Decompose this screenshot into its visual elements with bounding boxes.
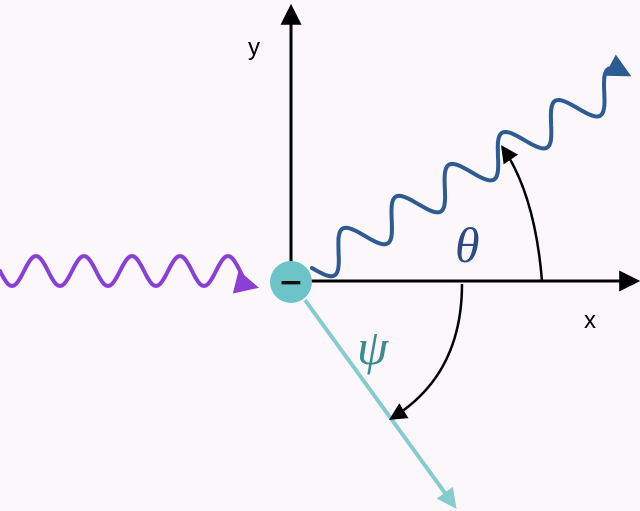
- incident-photon-wave: [0, 253, 259, 294]
- scattered-photon-wave: [310, 54, 632, 279]
- psi-label: ψ: [357, 319, 389, 375]
- theta-angle-arc: [501, 145, 544, 282]
- x-axis-label: x: [584, 307, 596, 334]
- electron-circle: [270, 261, 312, 303]
- electron-charge-label: −: [278, 265, 303, 300]
- theta-label: θ: [455, 217, 480, 273]
- y-axis-label: y: [248, 34, 260, 61]
- psi-angle-arc: [389, 283, 464, 420]
- electron-recoil-path: [303, 298, 457, 509]
